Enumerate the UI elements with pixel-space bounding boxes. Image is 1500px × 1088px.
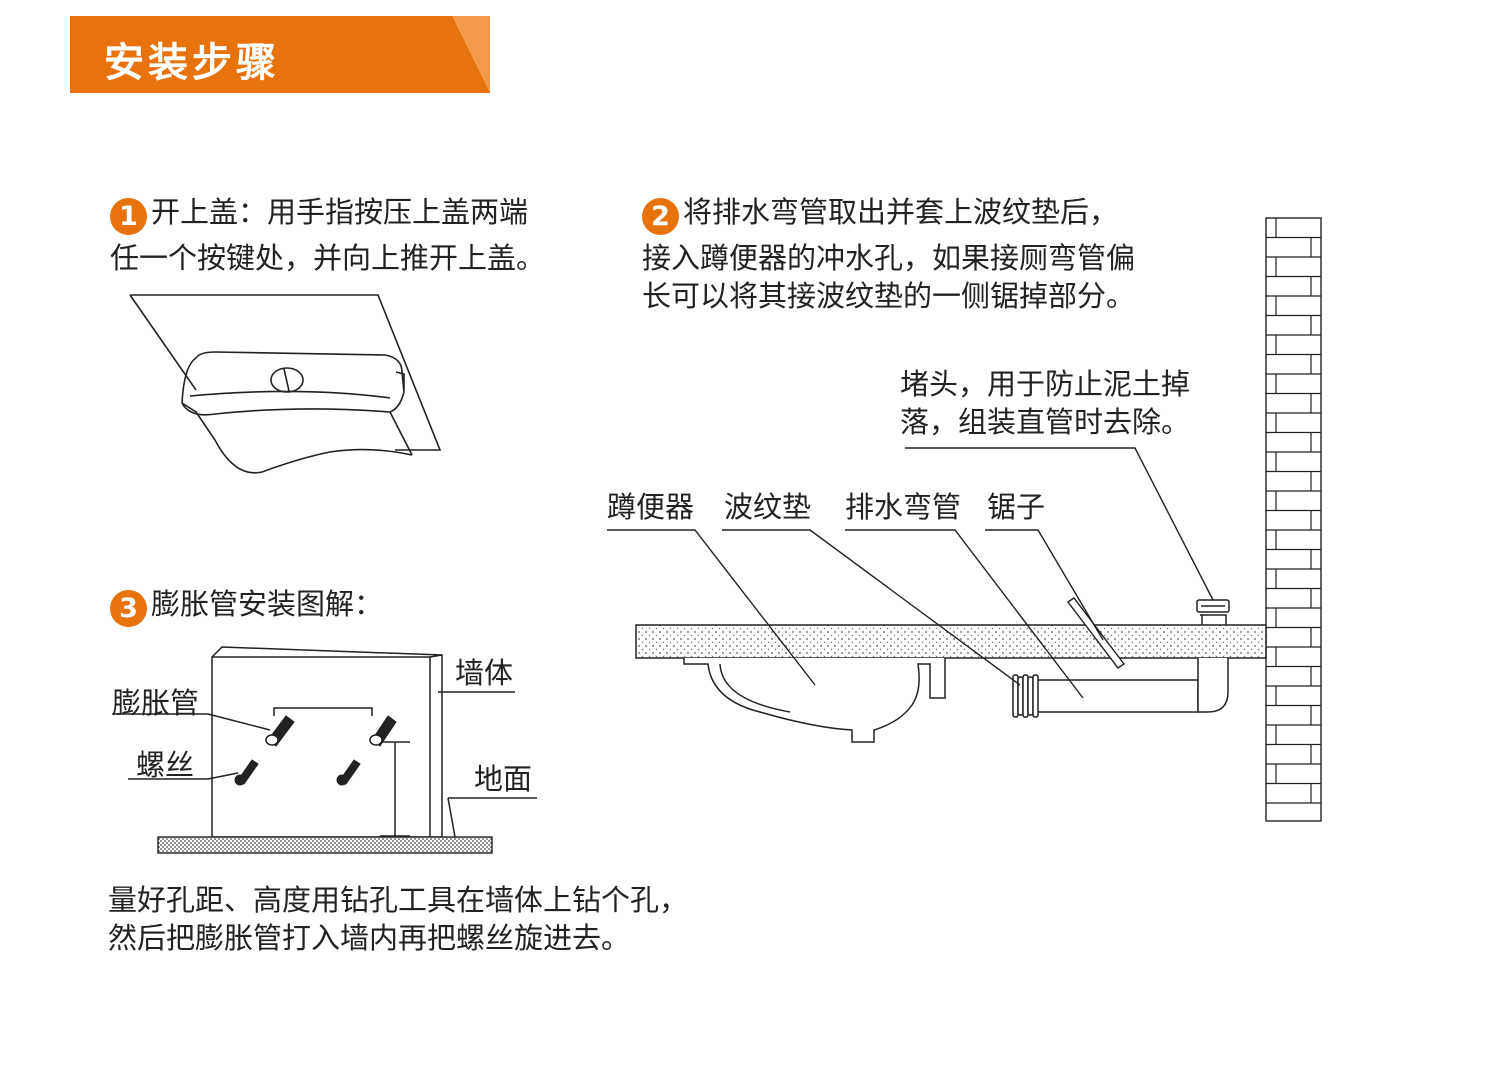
- banner-fold: [452, 16, 490, 93]
- step2-line2: 接入蹲便器的冲水孔，如果接厕弯管偏: [642, 241, 1136, 275]
- expansion-anchor-right: [369, 715, 397, 747]
- step3-desc-line2: 然后把膨胀管打入墙内再把螺丝旋进去。: [108, 921, 631, 955]
- label-ground: 地面: [474, 762, 533, 796]
- label-pipe: 排水弯管: [845, 490, 962, 524]
- step1-line2: 任一个按键处，并向上推开上盖。: [110, 241, 546, 275]
- anchor-illustration: [112, 646, 537, 838]
- section-banner: 安装步骤: [70, 16, 490, 93]
- plug-note-line1: 堵头，用于防止泥土掉: [900, 367, 1191, 401]
- label-wall: 墙体: [455, 656, 514, 690]
- step2-line3: 长可以将其接波纹垫的一侧锯掉部分。: [642, 279, 1136, 313]
- saw: [1066, 597, 1126, 669]
- drain-pipe: [1014, 614, 1229, 713]
- step3-number-badge: 3: [110, 590, 147, 627]
- ground-strip: [157, 836, 493, 854]
- screw-left: [234, 759, 259, 786]
- label-screw: 螺丝: [136, 748, 195, 782]
- label-toilet: 蹲便器: [607, 490, 695, 524]
- step3-desc-line1: 量好孔距、高度用钻孔工具在墙体上钻个孔，: [108, 883, 689, 917]
- step1-number-badge: 1: [110, 198, 147, 235]
- screw-right: [336, 759, 361, 786]
- section-title: 安装步骤: [104, 40, 280, 86]
- expansion-anchor-left: [265, 715, 295, 747]
- brick-wall: [1265, 217, 1322, 822]
- toilet-bowl: [683, 658, 946, 743]
- tank-cover-illustration: [129, 294, 442, 474]
- label-gasket: 波纹垫: [724, 490, 812, 524]
- step2-number-badge: 2: [642, 198, 679, 235]
- plug-note-line2: 落，组装直管时去除。: [900, 405, 1191, 439]
- brick-joints: [1266, 218, 1321, 804]
- floor-slab: [635, 624, 1267, 659]
- label-saw: 锯子: [987, 490, 1046, 524]
- plug-cap: [1196, 599, 1230, 613]
- leader-lines: [607, 447, 1214, 699]
- corrugated-gasket: [1012, 674, 1039, 718]
